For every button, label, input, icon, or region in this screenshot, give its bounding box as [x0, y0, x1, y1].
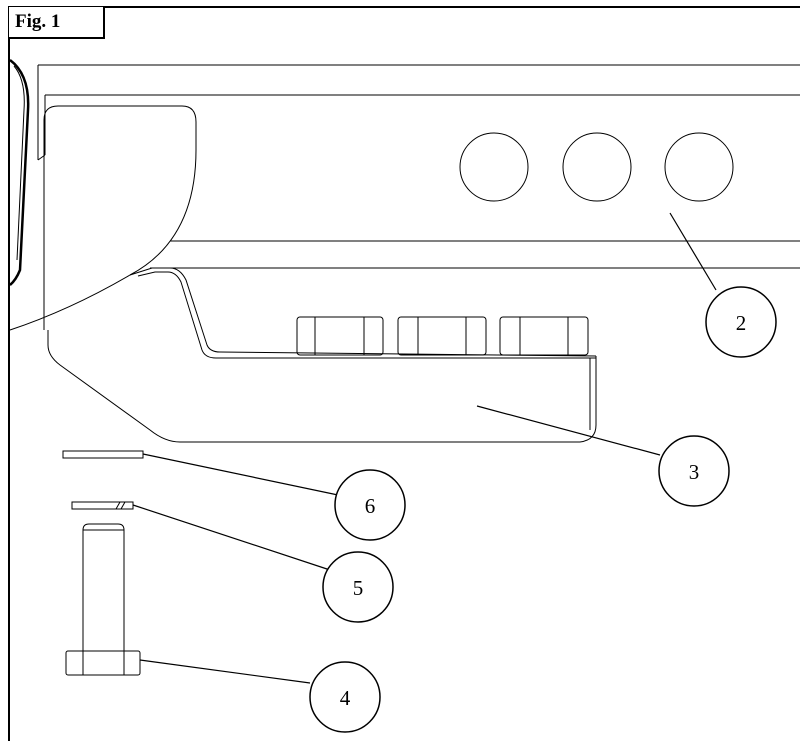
leader-line-6: [142, 453, 339, 496]
figure-frame: [8, 6, 800, 741]
callout-circle-2: [705, 286, 777, 358]
flat-washer: [62, 450, 144, 459]
callout-circle-3: [658, 435, 730, 507]
callout-numbers: 2 3 6 5 4: [340, 311, 747, 710]
callout-number-3: 3: [689, 460, 700, 484]
callouts: [309, 286, 777, 733]
callout-number-5: 5: [353, 576, 364, 600]
leader-line-4: [139, 659, 311, 684]
callout-number-4: 4: [340, 686, 351, 710]
hitch-body: [9, 59, 197, 331]
callout-circle-4: [309, 661, 381, 733]
callout-circle-6: [334, 469, 406, 541]
rail-hole: [459, 132, 529, 202]
rail-hole: [664, 132, 734, 202]
hex-nuts: [296, 316, 589, 356]
figure-label: Fig. 1: [9, 7, 105, 39]
rail-holes: [459, 132, 734, 202]
hex-nut: [296, 316, 384, 356]
leader-line-2: [669, 212, 717, 291]
leader-line-5: [132, 504, 331, 571]
rail-member: [37, 64, 800, 269]
bracket: [47, 267, 597, 443]
leader-line-3: [476, 405, 661, 456]
lock-washer: [71, 501, 134, 510]
hex-nut: [397, 316, 487, 356]
callout-number-6: 6: [365, 494, 376, 518]
callout-circle-5: [322, 551, 394, 623]
hex-nut: [499, 316, 589, 356]
callout-number-2: 2: [736, 311, 747, 335]
rail-hole: [562, 132, 632, 202]
hex-bolt: [65, 523, 141, 676]
leader-lines: [132, 212, 717, 684]
